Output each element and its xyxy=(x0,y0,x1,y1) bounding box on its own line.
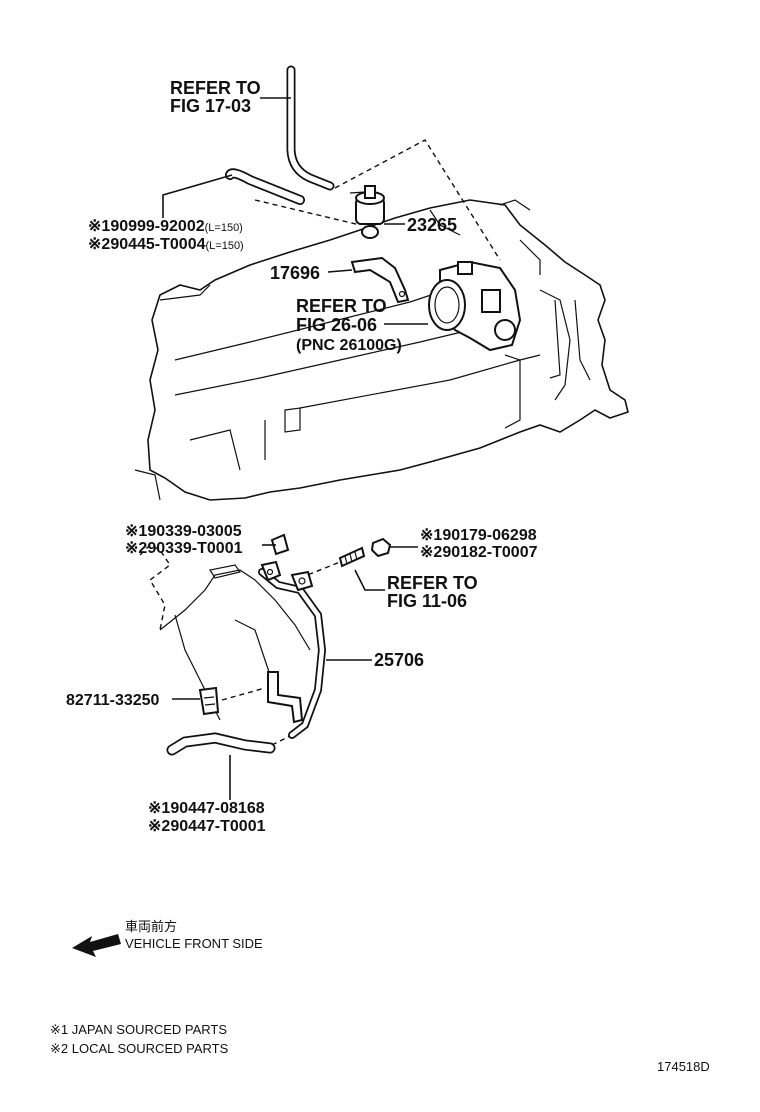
nut xyxy=(370,537,392,558)
label-hose-top-line2: ※290445-T0004(L=150) xyxy=(88,236,244,253)
label-refer-1703-line1: REFER TO xyxy=(170,78,261,98)
label-refer-2606-line2: FIG 26-06 xyxy=(296,315,377,335)
label-23265: 23265 xyxy=(407,215,457,235)
lower-bracket xyxy=(267,671,304,724)
label-refer-1106-line1: REFER TO xyxy=(387,573,478,593)
front-side-jp: 車両前方 xyxy=(125,919,177,934)
figure-id: 174518D xyxy=(657,1059,710,1074)
hose-top xyxy=(225,168,305,205)
front-side-en: VEHICLE FRONT SIDE xyxy=(125,936,263,951)
throttle-body xyxy=(428,260,522,352)
label-nut-line1: ※190179-06298 xyxy=(420,527,537,544)
label-plug-line2: ※290339-T0001 xyxy=(125,540,243,557)
legend-local: ※2 LOCAL SOURCED PARTS xyxy=(50,1041,229,1056)
label-nut-line2: ※290182-T0007 xyxy=(420,544,538,561)
vacuum-pipe xyxy=(286,65,335,191)
lower-engine-outline xyxy=(139,544,311,721)
plug-90339 xyxy=(270,533,290,556)
dashed-hose-guide xyxy=(271,735,291,746)
label-refer-2606-line1: REFER TO xyxy=(296,296,387,316)
vsv-valve xyxy=(349,185,385,239)
dashed-guide-upper xyxy=(254,199,361,226)
bracket-17696 xyxy=(350,256,410,304)
stud-bolt xyxy=(338,546,366,568)
front-arrow-icon xyxy=(72,934,121,957)
leader-hose-top xyxy=(162,174,233,218)
label-hose-bottom-line2: ※290447-T0001 xyxy=(148,818,266,835)
leader-refer-1106 xyxy=(354,569,385,591)
legend-japan: ※1 JAPAN SOURCED PARTS xyxy=(50,1022,227,1037)
label-hose-top-line1: ※190999-92002(L=150) xyxy=(88,218,243,235)
engine-block-outline xyxy=(134,199,629,501)
pipe-25706 xyxy=(258,560,327,739)
label-refer-1106-line2: FIG 11-06 xyxy=(387,591,467,611)
label-hose-bottom-line1: ※190447-08168 xyxy=(148,800,265,817)
label-refer-2606-line3: (PNC 26100G) xyxy=(296,337,402,354)
label-82711: 82711-33250 xyxy=(66,692,160,709)
label-17696: 17696 xyxy=(270,263,320,283)
label-refer-1703-line2: FIG 17-03 xyxy=(170,96,251,116)
dashed-clamp-guide xyxy=(221,687,266,701)
dashed-guide-hose xyxy=(334,139,501,261)
hose-bottom xyxy=(166,732,276,756)
dashed-stud-guide xyxy=(299,561,341,579)
label-plug-line1: ※190339-03005 xyxy=(125,523,242,540)
leader-17696 xyxy=(327,269,353,273)
label-25706: 25706 xyxy=(374,650,424,670)
clamp-82711 xyxy=(198,686,220,716)
